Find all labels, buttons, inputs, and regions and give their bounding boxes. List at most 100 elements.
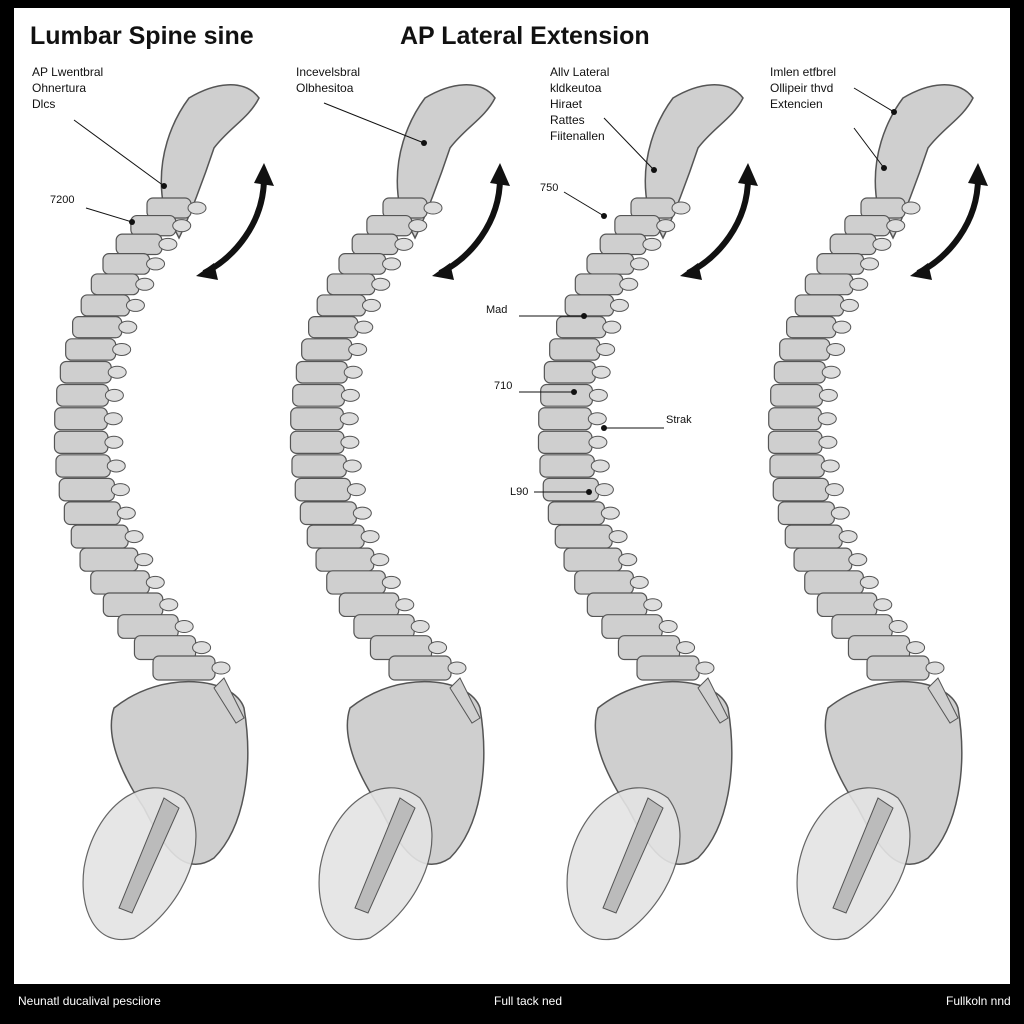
spinous-process bbox=[594, 483, 614, 497]
vertebra bbox=[537, 430, 593, 454]
leader-line bbox=[853, 127, 885, 169]
panel3-label-line: Fiitenallen bbox=[550, 129, 605, 143]
vertebra bbox=[353, 614, 415, 639]
footer-left: Neunatl ducalival pesciiore bbox=[18, 994, 161, 1008]
pelvis-ilium bbox=[110, 680, 249, 865]
vertebra bbox=[777, 501, 835, 526]
spinous-process bbox=[888, 619, 908, 633]
illustration-canvas: Lumbar Spine sine AP Lateral Extension A… bbox=[14, 8, 1010, 984]
spinous-process bbox=[619, 277, 639, 291]
spinous-process bbox=[410, 619, 430, 633]
vertebra bbox=[769, 454, 825, 478]
spinous-process bbox=[371, 277, 391, 291]
vertebra bbox=[152, 655, 216, 681]
femur-shaft bbox=[602, 797, 664, 914]
vertebra bbox=[315, 547, 375, 572]
spinous-process bbox=[872, 237, 892, 251]
spinous-process bbox=[361, 298, 381, 312]
spinous-process bbox=[658, 619, 678, 633]
vertebra bbox=[564, 294, 615, 317]
panel2-label-line: Olbhesitoa bbox=[296, 81, 354, 95]
vertebra bbox=[538, 407, 592, 431]
femur-shaft bbox=[832, 797, 894, 914]
spinous-process bbox=[339, 412, 359, 426]
panel4-label-line: Ollipeir thvd bbox=[770, 81, 834, 95]
spinous-process bbox=[118, 320, 138, 334]
vertebra bbox=[295, 360, 348, 384]
rotation-arrow bbox=[438, 177, 503, 276]
spinous-process bbox=[124, 530, 144, 544]
vertebra bbox=[574, 570, 634, 595]
spinous-process bbox=[838, 530, 858, 544]
title-center: AP Lateral Extension bbox=[400, 22, 650, 50]
pelvis-spine bbox=[449, 677, 481, 724]
spinous-process bbox=[618, 553, 638, 567]
pelvis-ilium bbox=[594, 680, 733, 865]
spinous-process bbox=[354, 320, 374, 334]
spinous-process bbox=[394, 237, 414, 251]
spinous-process bbox=[174, 619, 194, 633]
spinous-process bbox=[112, 342, 132, 356]
marker-l90: L90 bbox=[510, 486, 529, 498]
arrow-head-up bbox=[738, 163, 758, 186]
vertebra bbox=[70, 524, 129, 549]
spinous-process bbox=[211, 661, 231, 675]
pelvis-spine bbox=[213, 677, 245, 724]
spinous-process bbox=[159, 598, 179, 612]
rotation-arrow bbox=[202, 177, 267, 276]
vertebra bbox=[547, 501, 605, 526]
vertebra bbox=[299, 501, 357, 526]
spinous-process bbox=[408, 219, 428, 233]
arrow-head-up bbox=[490, 163, 510, 186]
spinous-process bbox=[906, 641, 926, 655]
spinous-process bbox=[630, 257, 650, 271]
spinous-process bbox=[106, 459, 126, 473]
vertebra bbox=[351, 233, 399, 256]
panel1-label-line: Ohnertura bbox=[32, 81, 87, 95]
vertebra bbox=[55, 454, 111, 478]
leader-dot bbox=[651, 167, 657, 173]
spinous-process bbox=[671, 201, 691, 215]
spinous-process bbox=[395, 598, 415, 612]
spinous-process bbox=[817, 412, 837, 426]
arrow-head-down bbox=[910, 263, 932, 280]
panel1-label-line: AP Lwentbral bbox=[32, 65, 104, 79]
vertebra bbox=[326, 570, 386, 595]
spinous-process bbox=[695, 661, 715, 675]
vertebra bbox=[574, 273, 624, 296]
vertebra bbox=[601, 614, 663, 639]
spinous-process bbox=[343, 365, 363, 379]
vertebra bbox=[56, 383, 109, 407]
leader-dot bbox=[891, 109, 897, 115]
spinous-process bbox=[135, 277, 155, 291]
panel4-label-line: Extencien bbox=[770, 97, 823, 111]
vertebra bbox=[366, 214, 413, 237]
vertebra bbox=[816, 592, 878, 618]
vertebra bbox=[294, 477, 351, 502]
spinous-process bbox=[360, 530, 380, 544]
vertebra bbox=[59, 360, 112, 384]
spinous-process bbox=[820, 459, 840, 473]
spinous-process bbox=[340, 388, 360, 402]
title-left: Lumbar Spine sine bbox=[30, 22, 254, 50]
vertebra bbox=[291, 454, 347, 478]
spinous-process bbox=[600, 506, 620, 520]
vertebra bbox=[117, 614, 179, 639]
vertebra bbox=[768, 407, 822, 431]
spinous-process bbox=[145, 575, 165, 589]
leader-dot bbox=[586, 489, 592, 495]
vertebra bbox=[301, 338, 353, 361]
vertebra bbox=[540, 383, 593, 407]
vertebra bbox=[292, 383, 345, 407]
femur-shaft bbox=[118, 797, 180, 914]
vertebra bbox=[554, 524, 613, 549]
spinous-process bbox=[848, 553, 868, 567]
leader-dot bbox=[571, 389, 577, 395]
panel3-label-line: Allv Lateral bbox=[550, 65, 610, 79]
spinous-process bbox=[826, 342, 846, 356]
vertebra bbox=[773, 360, 826, 384]
footer-right: Fullkoln nnd bbox=[946, 994, 1011, 1008]
spinous-process bbox=[873, 598, 893, 612]
